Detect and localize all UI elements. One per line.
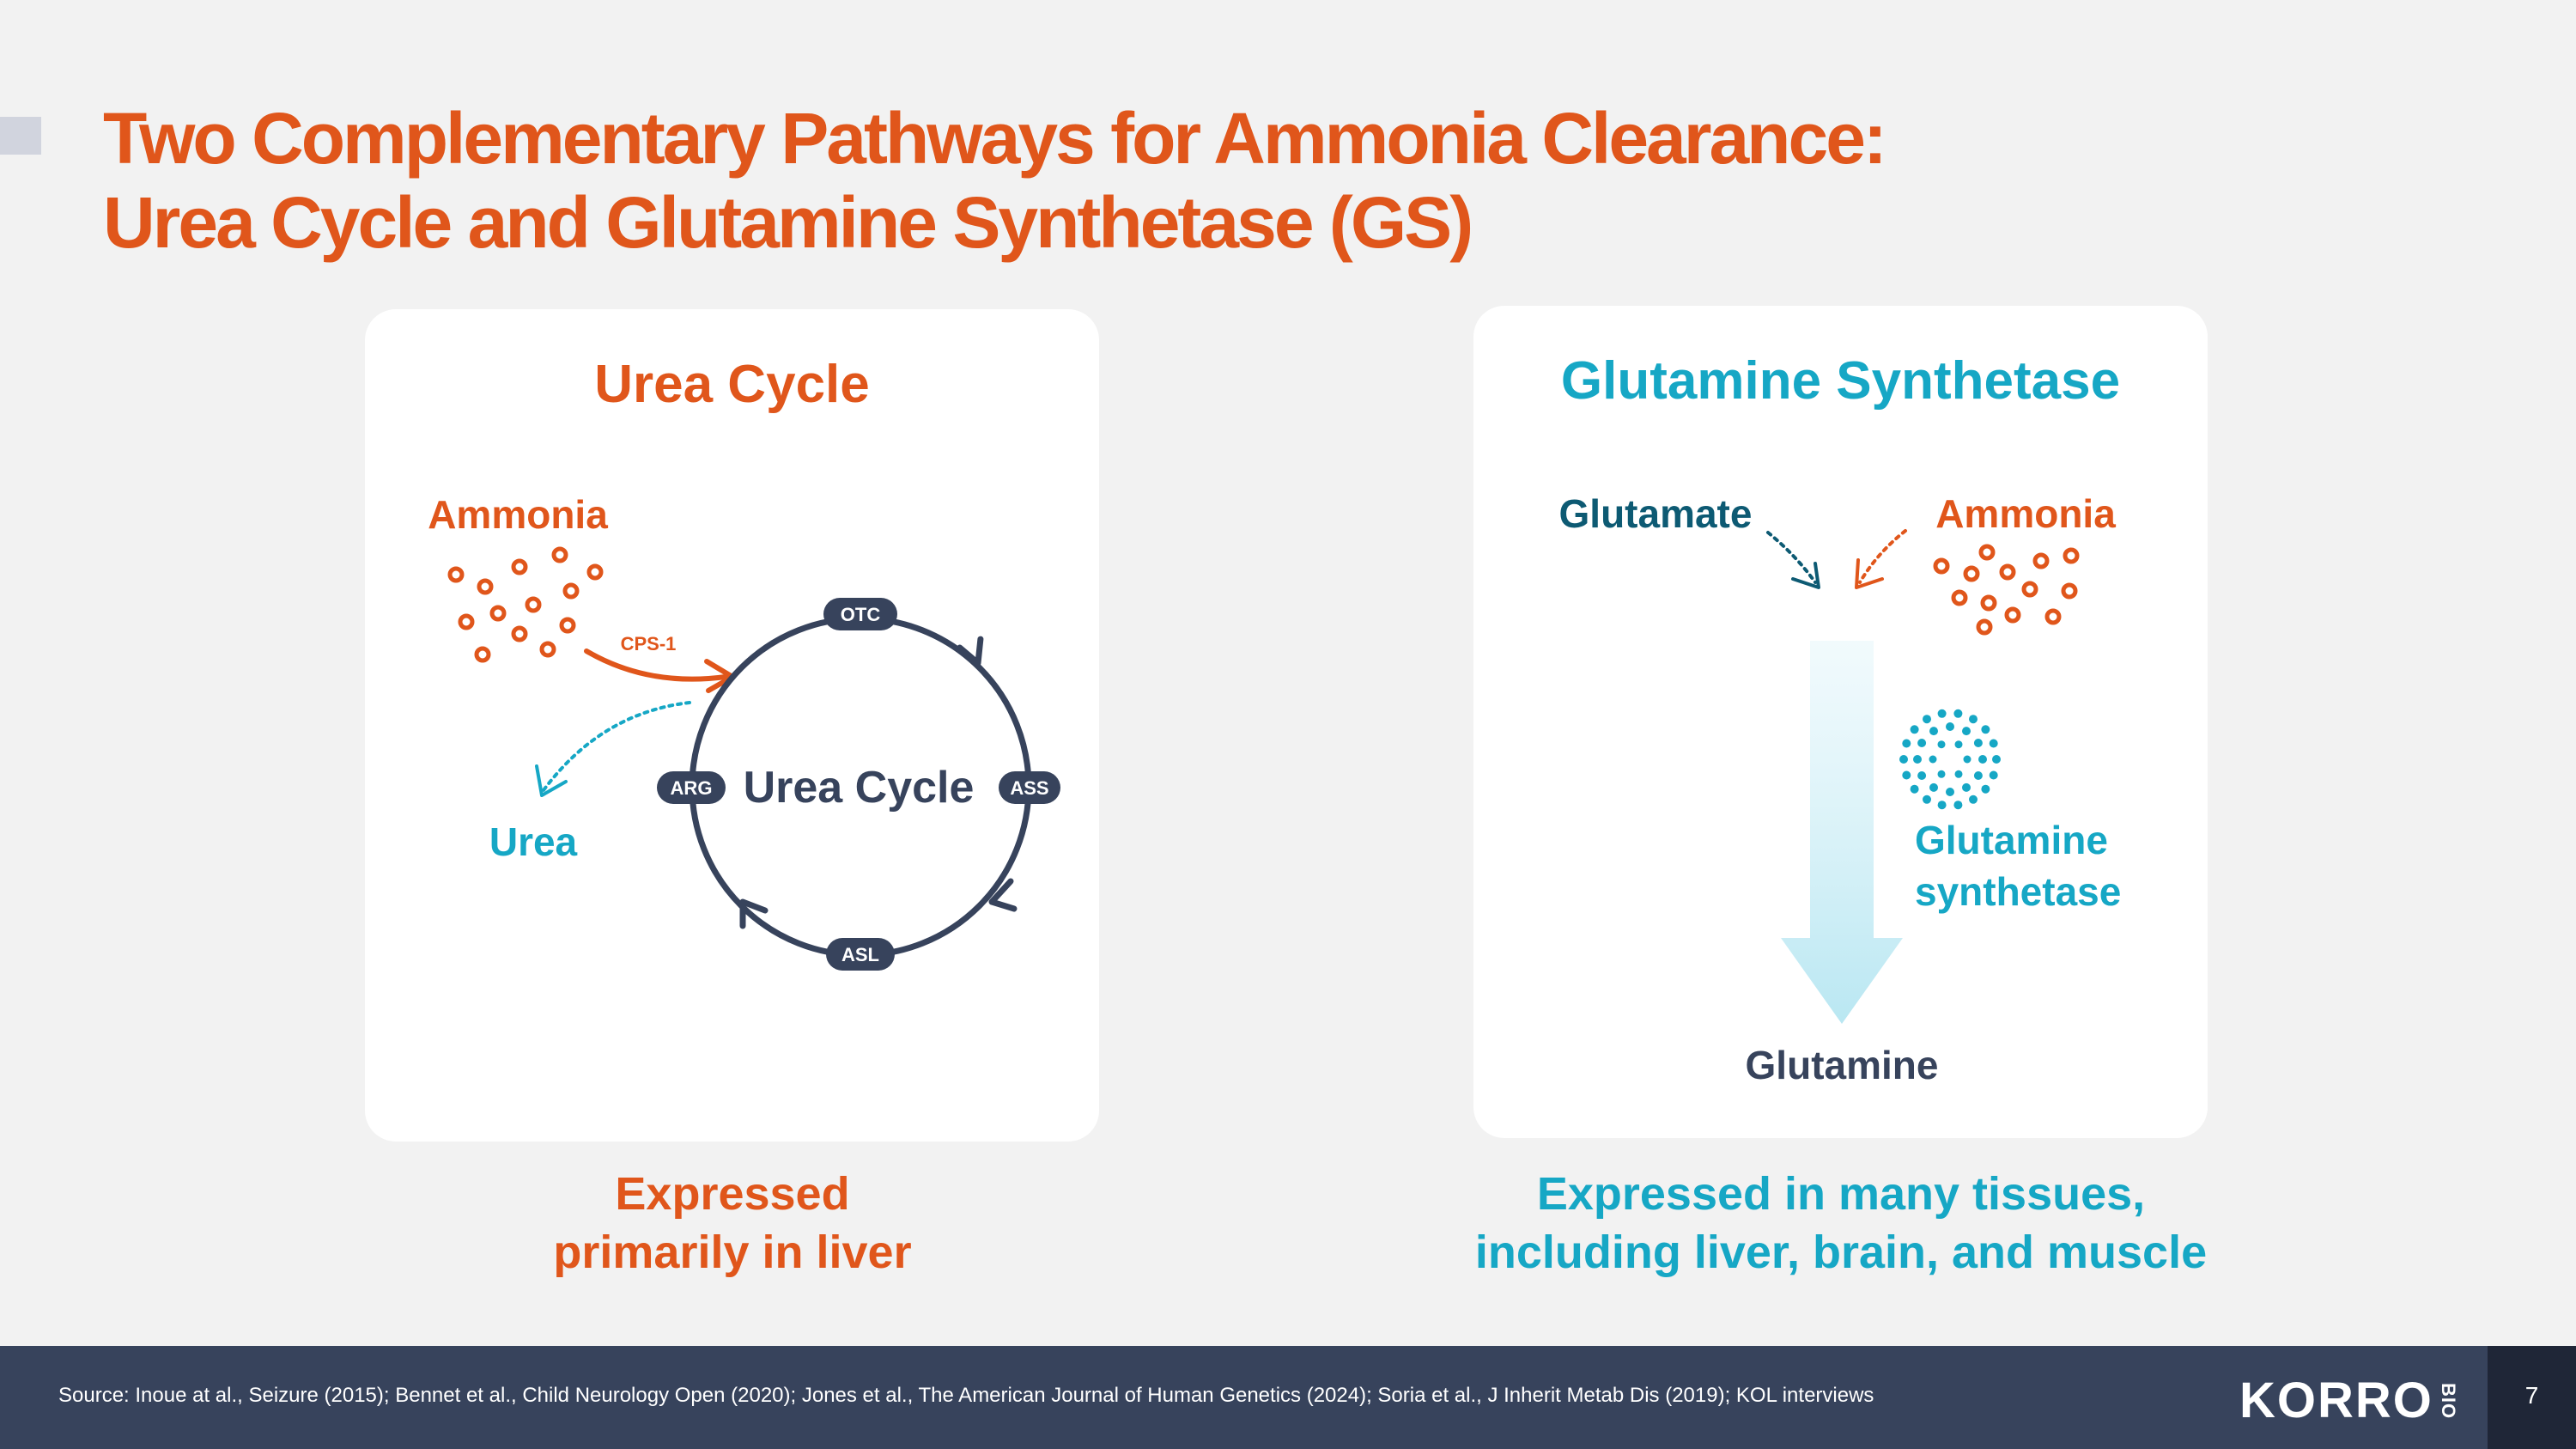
enzyme-dot: [1953, 709, 1963, 718]
slide-title-line1: Two Complementary Pathways for Ammonia C…: [103, 98, 1887, 179]
cps1-label: CPS-1: [621, 633, 677, 654]
enzyme-dot: [1973, 739, 1983, 747]
glutamate-inbound-arrow: [1766, 531, 1817, 584]
urea-cycle-diagram: Ammonia CPS-1 Urea Ure: [428, 492, 1060, 971]
enzyme-dot: [1962, 782, 1971, 792]
glutamine-synthetase-panel: Glutamine Synthetase Glutamate Ammonia: [1473, 306, 2208, 1138]
enzyme-dot: [1910, 725, 1919, 734]
enzyme-dot: [1973, 771, 1983, 780]
enzyme-dot: [1929, 727, 1938, 736]
enzyme-dot: [1937, 740, 1946, 749]
svg-text:ARG: ARG: [671, 777, 713, 799]
enzyme-dot: [1923, 795, 1931, 804]
cycle-arrowhead: [739, 898, 769, 929]
gs-enzyme-line1: Glutamine: [1915, 818, 2108, 862]
enzyme-dot: [1969, 795, 1978, 804]
enzyme-dot: [1902, 739, 1911, 748]
enzyme-dot: [1913, 755, 1922, 764]
gs-panel-title: Glutamine Synthetase: [1560, 351, 2121, 411]
enzyme-dot: [1981, 725, 1990, 734]
logo-wordmark: KORRO: [2239, 1373, 2433, 1428]
enzyme-dot: [1989, 739, 1998, 748]
glutamine-synthetase-diagram: Glutamate Ammonia Glutamine synthetas: [1559, 491, 2122, 1087]
glutamate-label: Glutamate: [1559, 491, 1753, 536]
page-number-box: 7: [2488, 1346, 2576, 1449]
enzyme-dot: [1989, 770, 1998, 780]
enzyme-dot: [1962, 727, 1971, 736]
urea-ammonia-label: Ammonia: [428, 492, 608, 537]
enzyme-dot: [1978, 755, 1987, 764]
ammonia-inbound-arrow: [1858, 529, 1907, 584]
slide-title-line2: Urea Cycle and Glutamine Synthetase (GS): [103, 182, 1473, 263]
urea-label: Urea: [489, 819, 578, 864]
enzyme-dot: [1899, 755, 1908, 764]
gs-caption-line2: including liver, brain, and muscle: [1474, 1227, 2208, 1278]
enzyme-dot: [1969, 715, 1978, 724]
urea-caption-line1: Expressed: [615, 1168, 850, 1220]
enzyme-dot: [1917, 739, 1927, 747]
urea-expression-caption: Expressed primarily in liver: [303, 1165, 1162, 1282]
ammonia-inbound-arrowhead: [1855, 558, 1884, 589]
cycle-center-label: Urea Cycle: [744, 763, 975, 813]
glutamine-label: Glutamine: [1746, 1043, 1939, 1087]
cycle-node-arg: ARG: [657, 771, 726, 804]
gs-ammonia-molecules: [1933, 544, 2080, 636]
page-number: 7: [2524, 1382, 2539, 1409]
gs-enzyme-line2: synthetase: [1915, 869, 2121, 914]
urea-panel-title: Urea Cycle: [594, 355, 870, 414]
slide-title: Two Complementary Pathways for Ammonia C…: [103, 96, 1887, 265]
cycle-arrowhead: [988, 878, 1018, 912]
enzyme-dot: [1954, 770, 1963, 778]
enzyme-dot: [1953, 801, 1963, 810]
enzyme-dot: [1981, 784, 1990, 794]
enzyme-dot: [1992, 755, 2001, 764]
urea-caption-line2: primarily in liver: [553, 1227, 912, 1278]
svg-text:ASS: ASS: [1010, 777, 1048, 799]
gs-ammonia-label: Ammonia: [1935, 491, 2116, 536]
svg-text:OTC: OTC: [841, 604, 881, 625]
conversion-arrow: [1781, 641, 1903, 1024]
korro-bio-logo: KORRO BIO: [2239, 1372, 2466, 1429]
enzyme-dot: [1937, 801, 1947, 810]
enzyme-dot: [1954, 740, 1963, 749]
enzyme-dot: [1946, 722, 1954, 731]
enzyme-icon: [1899, 709, 2001, 810]
urea-cycle-panel: Urea Cycle Ammonia CPS-1: [365, 309, 1099, 1142]
svg-text:ASL: ASL: [841, 944, 879, 965]
urea-output-arrowhead: [535, 764, 568, 797]
enzyme-dot: [1910, 784, 1919, 794]
ammonia-molecules: [447, 546, 604, 663]
enzyme-dot: [1929, 755, 1937, 764]
cycle-node-ass: ASS: [999, 771, 1060, 804]
cps1-arrow: [584, 648, 728, 682]
cycle-arrowhead: [957, 636, 984, 667]
enzyme-dot: [1963, 755, 1971, 764]
gs-expression-caption: Expressed in many tissues, including liv…: [1412, 1165, 2270, 1282]
logo-suffix: BIO: [2437, 1382, 2459, 1419]
source-citation: Source: Inoue at al., Seizure (2015); Be…: [58, 1384, 1874, 1407]
urea-output-arrow: [542, 701, 691, 792]
enzyme-dot: [1902, 770, 1911, 780]
cycle-node-asl: ASL: [826, 938, 895, 971]
enzyme-dot: [1946, 788, 1954, 796]
side-tab-marker: [0, 117, 41, 155]
glutamate-inbound-arrowhead: [1791, 562, 1820, 589]
cycle-node-otc: OTC: [823, 598, 897, 630]
enzyme-dot: [1923, 715, 1931, 724]
footer-bar: Source: Inoue at al., Seizure (2015); Be…: [0, 1346, 2576, 1449]
enzyme-dot: [1929, 782, 1938, 792]
enzyme-dot: [1937, 709, 1947, 718]
gs-caption-line1: Expressed in many tissues,: [1536, 1168, 2146, 1220]
enzyme-dot: [1917, 771, 1927, 780]
enzyme-dot: [1937, 770, 1946, 778]
